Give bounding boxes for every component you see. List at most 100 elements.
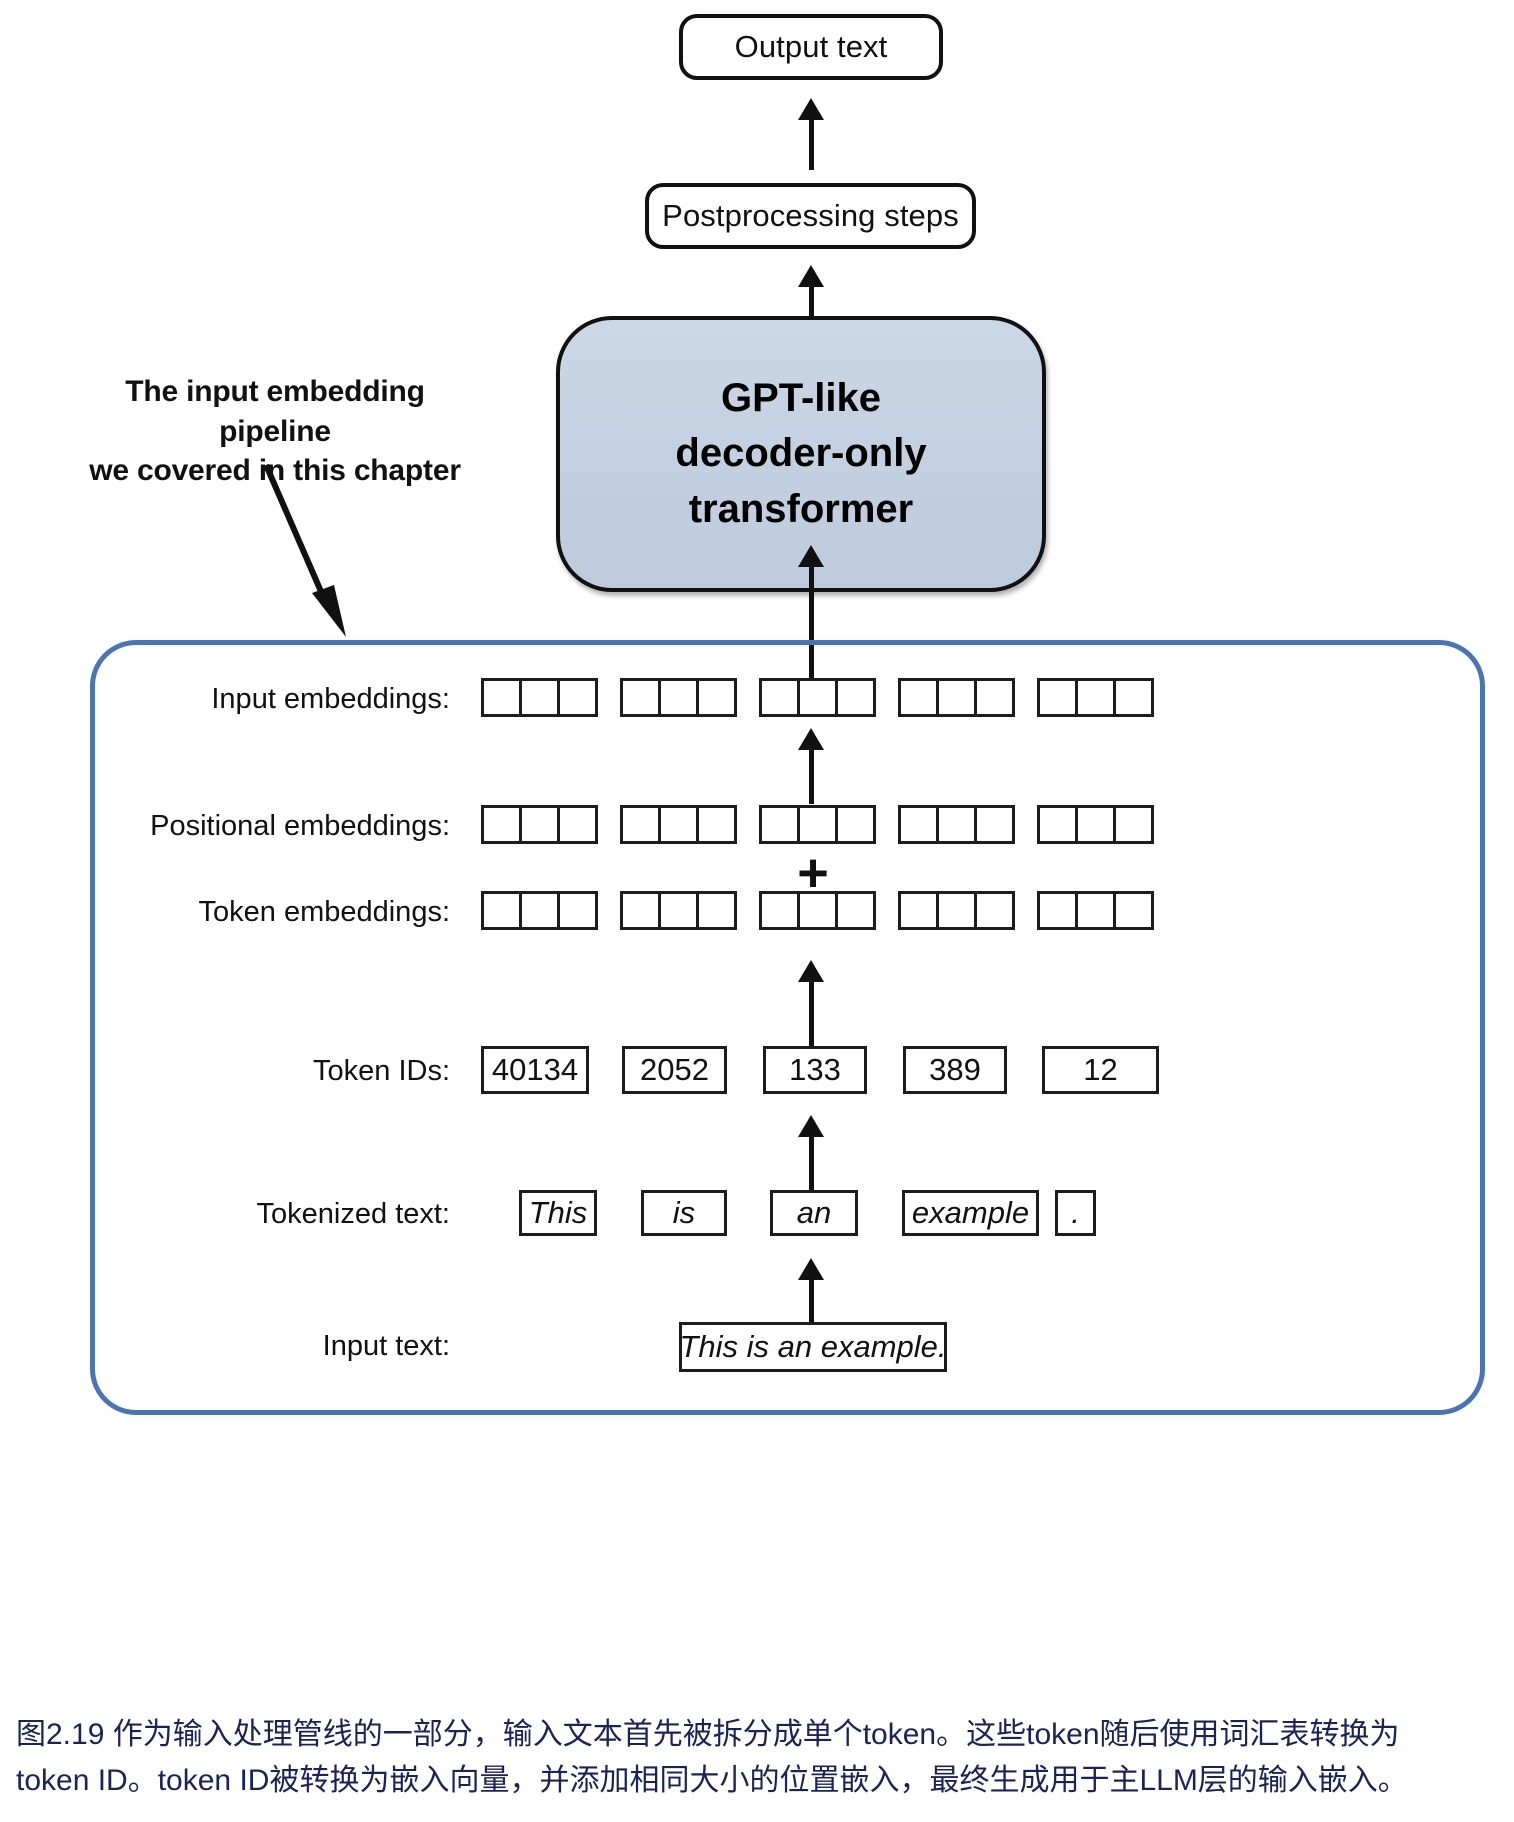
- arrow-head-icon: [798, 1115, 824, 1137]
- pipeline-annotation-line1: The input embedding pipeline: [125, 375, 425, 448]
- embedding-cell: [835, 891, 876, 930]
- embedding-cell: [1075, 678, 1116, 717]
- embedding-cell: [696, 891, 737, 930]
- embedding-cell: [481, 805, 522, 844]
- embedding-cell: [974, 891, 1015, 930]
- embedding-cell: [936, 891, 977, 930]
- token-id-box-5: 12: [1042, 1046, 1159, 1094]
- embedding-cell: [658, 678, 699, 717]
- figure-caption: 图2.19 作为输入处理管线的一部分，输入文本首先被拆分成单个token。这些t…: [16, 1712, 1506, 1803]
- embedding-cell: [797, 891, 838, 930]
- postprocessing-steps-label: Postprocessing steps: [662, 198, 959, 233]
- arrow-shaft: [808, 1280, 814, 1342]
- arrow-head-icon: [798, 545, 824, 567]
- token-id-box-4: 389: [903, 1046, 1007, 1094]
- token-embeddings-group-4: [898, 891, 1015, 930]
- row-label-tokenized-text: Tokenized text:: [256, 1198, 450, 1230]
- embedding-cell: [1037, 891, 1078, 930]
- arrow-head-icon: [798, 728, 824, 750]
- embedding-cell: [1075, 805, 1116, 844]
- arrow-model-to-postprocessing: [798, 265, 824, 321]
- arrow-postprocessing-to-output: [798, 98, 824, 170]
- embedding-cell: [759, 805, 800, 844]
- row-label-positional-embeddings: Positional embeddings:: [150, 810, 450, 842]
- embedding-cell: [696, 805, 737, 844]
- embedding-cell: [759, 891, 800, 930]
- token-embeddings-group-5: [1037, 891, 1154, 930]
- arrow-shaft: [808, 287, 814, 321]
- gpt-model-line3: transformer: [688, 486, 914, 531]
- row-label-token-embeddings: Token embeddings:: [198, 896, 451, 928]
- positional-embeddings-group-1: [481, 805, 598, 844]
- input-text-box: This is an example.: [679, 1322, 947, 1372]
- input-embedding-pipeline-container: [90, 640, 1485, 1415]
- gpt-model-line2: decoder-only: [675, 431, 927, 476]
- postprocessing-steps-box: Postprocessing steps: [645, 183, 976, 249]
- embedding-cell: [936, 805, 977, 844]
- token-id-box-1: 40134: [481, 1046, 589, 1094]
- positional-embeddings-group-4: [898, 805, 1015, 844]
- annotation-arrow: [263, 463, 346, 637]
- token-embeddings-group-1: [481, 891, 598, 930]
- token-box-1: This: [519, 1190, 597, 1236]
- embedding-cell: [519, 891, 560, 930]
- embedding-cell: [1037, 805, 1078, 844]
- arrow-head-icon: [798, 960, 824, 982]
- input-embeddings-group-4: [898, 678, 1015, 717]
- embedding-cell: [696, 678, 737, 717]
- embedding-cell: [519, 678, 560, 717]
- token-box-3: an: [770, 1190, 858, 1236]
- arrow-shaft: [808, 750, 814, 804]
- embedding-cell: [620, 678, 661, 717]
- input-embeddings-group-3: [759, 678, 876, 717]
- pipeline-annotation: The input embedding pipeline we covered …: [80, 372, 470, 491]
- figure-caption-line2: token ID。token ID被转换为嵌入向量，并添加相同大小的位置嵌入，最…: [16, 1763, 1408, 1797]
- arrow-input-text-to-tokenized: [798, 1258, 824, 1342]
- arrow-tokenized-to-token-ids: [798, 1115, 824, 1195]
- gpt-model-line1: GPT-like: [720, 376, 882, 421]
- gpt-model-label: GPT-like decoder-only transformer: [675, 371, 926, 537]
- embedding-cell: [620, 805, 661, 844]
- token-embeddings-group-3: [759, 891, 876, 930]
- embedding-cell: [974, 805, 1015, 844]
- embedding-cell: [557, 678, 598, 717]
- embedding-cell: [658, 891, 699, 930]
- embedding-cell: [1113, 891, 1154, 930]
- input-embeddings-group-1: [481, 678, 598, 717]
- figure-caption-line1: 图2.19 作为输入处理管线的一部分，输入文本首先被拆分成单个token。这些t…: [16, 1718, 1400, 1751]
- embedding-cell: [1075, 891, 1116, 930]
- embedding-cell: [898, 678, 939, 717]
- row-label-token-ids: Token IDs:: [313, 1055, 450, 1087]
- positional-embeddings-group-3: [759, 805, 876, 844]
- arrow-head-icon: [798, 98, 824, 120]
- row-label-input-embeddings: Input embeddings:: [211, 683, 450, 715]
- embedding-cell: [797, 805, 838, 844]
- embedding-cell: [759, 678, 800, 717]
- embedding-cell: [1113, 678, 1154, 717]
- embedding-cell: [797, 678, 838, 717]
- arrow-head-icon: [798, 1258, 824, 1280]
- embedding-cell: [658, 805, 699, 844]
- embedding-cell: [835, 678, 876, 717]
- arrow-token-ids-to-token-embeddings: [798, 960, 824, 1048]
- arrow-shaft: [808, 982, 814, 1048]
- embedding-cell: [974, 678, 1015, 717]
- row-label-input-text: Input text:: [322, 1330, 450, 1362]
- embedding-cell: [620, 891, 661, 930]
- positional-embeddings-group-5: [1037, 805, 1154, 844]
- token-embeddings-group-2: [620, 891, 737, 930]
- token-box-5: .: [1055, 1190, 1096, 1236]
- output-text-box: Output text: [679, 14, 943, 80]
- embedding-cell: [1037, 678, 1078, 717]
- positional-embeddings-group-2: [620, 805, 737, 844]
- embedding-cell: [519, 805, 560, 844]
- embedding-cell: [898, 891, 939, 930]
- token-box-4: example: [902, 1190, 1039, 1236]
- token-box-2: is: [641, 1190, 727, 1236]
- arrow-head-icon: [798, 265, 824, 287]
- input-embeddings-group-2: [620, 678, 737, 717]
- embedding-cell: [481, 891, 522, 930]
- embedding-cell: [898, 805, 939, 844]
- arrow-shaft: [808, 120, 814, 170]
